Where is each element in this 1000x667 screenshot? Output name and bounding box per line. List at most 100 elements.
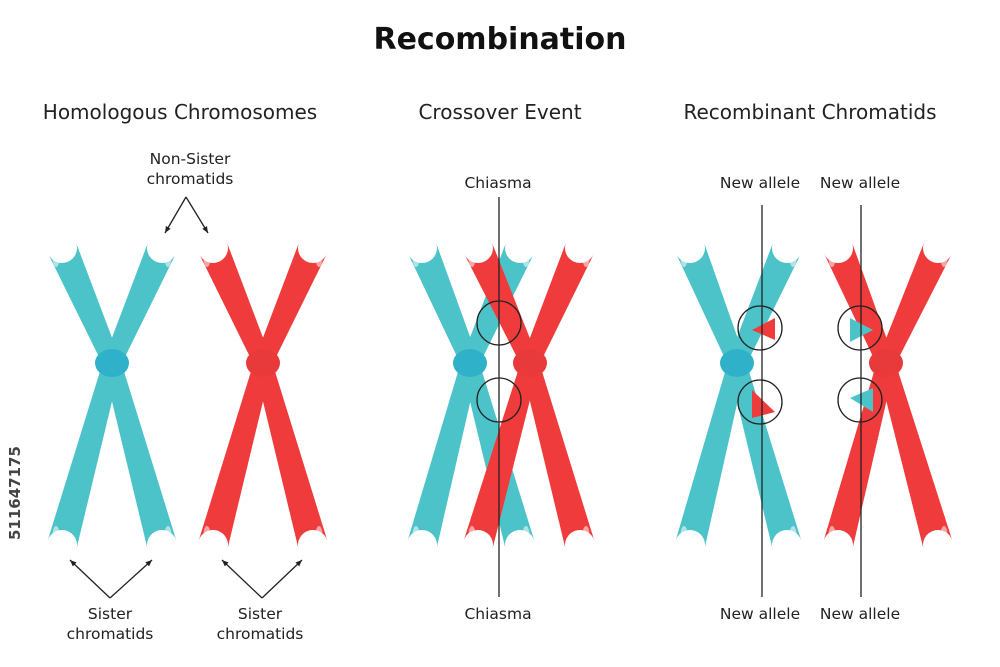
red-upper-left-arm-highlight: [203, 249, 211, 267]
blue-chromosome: [47, 242, 177, 549]
recomb-red-upper-right-arm: [877, 241, 952, 367]
arrow-sister-left-b-shaft: [109, 559, 153, 599]
recomb-blue-chromosome: [675, 242, 802, 549]
red-lower-left-arm-highlight: [203, 526, 211, 544]
arrow-sister-left-b: [109, 559, 153, 599]
arrow-sister-left-b-head: [145, 560, 152, 567]
label-non-sister-chromatids: Non-Sister chromatids: [120, 149, 260, 189]
blue-lower-left-arm: [47, 360, 121, 549]
blue-lower-right-arm-highlight: [164, 526, 172, 544]
crossover-blue-centromere: [453, 349, 487, 377]
label-chiasma-top: Chiasma: [464, 174, 532, 192]
blue-upper-right-arm: [103, 242, 176, 367]
label-new-allele-top-left: New allele: [719, 174, 801, 192]
arrow-sister-left-a-head: [70, 560, 77, 567]
recomb-red-upper-right-arm-highlight: [940, 249, 948, 267]
new-allele-segment-blue-bottom: [752, 390, 775, 418]
red-upper-right-arm-highlight: [315, 249, 323, 267]
recomb-red-lower-right-arm-highlight: [940, 526, 948, 544]
recomb-red-centromere: [869, 349, 903, 377]
blue-upper-right-arm-highlight: [164, 249, 172, 267]
red-lower-left-arm: [198, 360, 272, 549]
recomb-red-upper-left-arm: [824, 242, 895, 367]
crossover-blue-upper-left-arm-highlight: [412, 249, 420, 267]
red-upper-left-arm: [199, 242, 272, 367]
blue-upper-left-arm: [48, 242, 121, 367]
recomb-red-lower-left-arm-highlight: [828, 526, 836, 544]
arrow-sister-right-a-head: [222, 560, 229, 567]
recomb-red-lower-right-arm: [877, 360, 953, 550]
label-non-sister-line1: Non-Sister: [149, 150, 231, 168]
blue-centromere: [95, 349, 129, 377]
blue-lower-right-arm: [103, 360, 177, 549]
recomb-blue-lower-left-arm-highlight: [680, 526, 688, 544]
recomb-blue-upper-right-arm-highlight: [789, 249, 797, 267]
blue-upper-left-arm-highlight: [52, 249, 60, 267]
label-non-sister-line2: chromatids: [146, 170, 234, 188]
label-sister-right-line1: Sister: [237, 605, 283, 623]
heading-crossover: Crossover Event: [418, 100, 582, 124]
arrow-non-sister-left: [164, 196, 187, 234]
label-sister-left-line2: chromatids: [66, 625, 154, 643]
recomb-blue-lower-left-arm: [675, 360, 746, 549]
chiasma-circle-bottom: [476, 377, 522, 423]
crossover-red-upper-left-arm: [464, 241, 539, 367]
recomb-blue-lower-right-arm: [728, 360, 802, 549]
red-lower-right-arm: [254, 360, 328, 549]
crossover-blue-lower-right-arm-highlight: [522, 526, 530, 544]
recomb-blue-centromere: [720, 349, 754, 377]
arrow-sister-left-a-shaft: [69, 559, 111, 599]
recomb-red-lower-left-arm: [823, 360, 895, 549]
recomb-blue-upper-left-arm-highlight: [680, 249, 688, 267]
blue-lower-left-arm-highlight: [52, 526, 60, 544]
label-sister-left-line1: Sister: [87, 605, 133, 623]
crossover-red-centromere: [513, 349, 547, 377]
crossover-blue-upper-left-arm: [408, 242, 479, 367]
crossover-blue-lower-left-arm: [407, 360, 479, 549]
crossover-red-upper-left-arm-highlight: [468, 249, 476, 267]
new-allele-circle-right-top: [837, 305, 883, 351]
red-upper-right-arm: [254, 242, 327, 367]
new-allele-segment-blue-top: [752, 318, 775, 340]
recomb-red-upper-left-arm-highlight: [828, 249, 836, 267]
crossover-red-chromosome: [463, 241, 595, 550]
label-chiasma-bottom: Chiasma: [464, 605, 532, 623]
heading-recombinant: Recombinant Chromatids: [683, 100, 937, 124]
arrow-sister-right-b: [261, 559, 303, 599]
crossover-red-lower-right-arm-highlight: [582, 526, 590, 544]
arrow-sister-right-b-head: [295, 560, 302, 567]
arrow-sister-right-a-shaft: [221, 559, 263, 599]
arrow-non-sister-right-shaft: [185, 196, 209, 234]
crossover-red-lower-left-arm-highlight: [468, 526, 476, 544]
red-centromere: [246, 349, 280, 377]
arrow-non-sister-right-head: [202, 226, 208, 233]
label-sister-chromatids-right: Sister chromatids: [200, 604, 320, 644]
label-new-allele-bottom-left: New allele: [719, 605, 801, 623]
red-chromosome: [198, 242, 328, 549]
label-new-allele-top-right: New allele: [819, 174, 901, 192]
red-lower-right-arm-highlight: [315, 526, 323, 544]
crossover-red-lower-right-arm: [521, 360, 595, 549]
arrow-sister-right-b-shaft: [261, 559, 303, 599]
heading-homologous: Homologous Chromosomes: [42, 100, 318, 124]
arrow-non-sister-left-head: [165, 226, 171, 233]
crossover-red-upper-right-arm: [521, 242, 594, 367]
new-allele-circle-right-bottom: [837, 377, 883, 423]
crossover-red-upper-right-arm-highlight: [582, 249, 590, 267]
recomb-red-chromosome: [823, 241, 953, 550]
crossover-blue-upper-right-arm-highlight: [522, 249, 530, 267]
arrow-sister-left-a: [69, 559, 111, 599]
new-allele-circle-left-top: [737, 305, 783, 351]
crossover-blue-lower-left-arm-highlight: [412, 526, 420, 544]
label-new-allele-bottom-right: New allele: [819, 605, 901, 623]
new-allele-circle-left-bottom: [737, 379, 783, 425]
diagram-title: Recombination: [373, 22, 627, 57]
recomb-blue-upper-right-arm: [728, 242, 801, 367]
stock-id: 511647175: [6, 446, 24, 540]
recomb-blue-upper-left-arm: [676, 242, 746, 367]
label-sister-right-line2: chromatids: [216, 625, 304, 643]
chiasma-circle-top: [476, 300, 522, 346]
arrow-sister-right-a: [221, 559, 263, 599]
